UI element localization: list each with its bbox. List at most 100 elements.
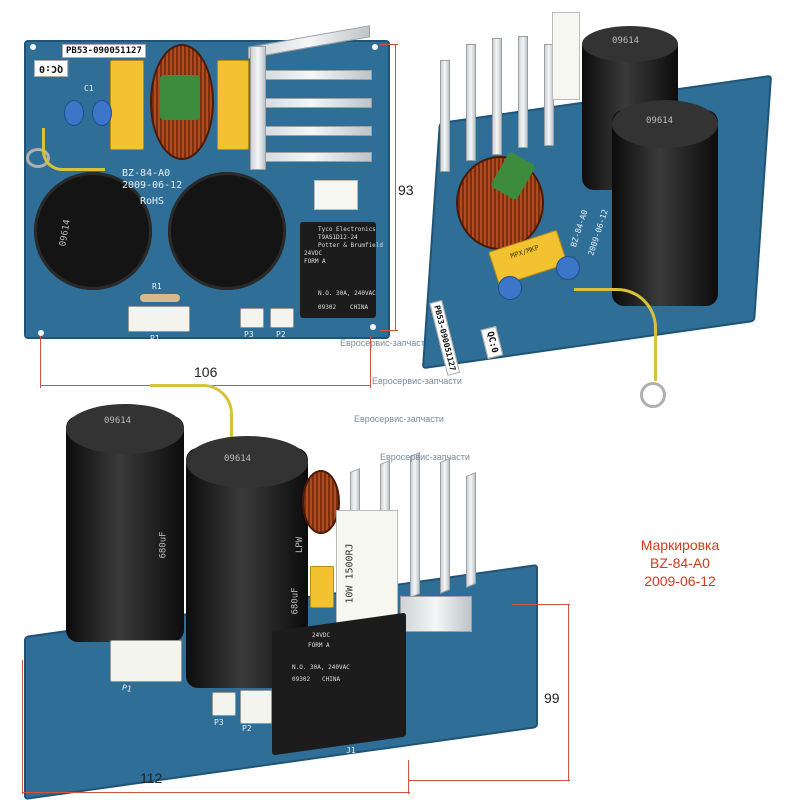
dimension-bottom-width: 112 (140, 770, 163, 786)
dimension-tick (408, 760, 409, 794)
relay-voltage: 24VDC (304, 250, 323, 257)
barcode-label: PB53-090051127 (62, 44, 146, 58)
connector-p1 (110, 640, 182, 682)
watermark: Евросервис-запчасти (372, 376, 462, 386)
capacitor-top (582, 26, 678, 62)
relay-brand: Tyco Electronics (318, 226, 376, 233)
label-j1: J1 (346, 746, 356, 755)
dimension-bottom-height: 99 (544, 690, 560, 706)
relay-form: FORM A (308, 642, 330, 649)
label-c1: C1 (84, 84, 94, 93)
relay-code: 09302 (318, 304, 337, 311)
y-capacitor (556, 256, 580, 280)
label-p2: P2 (276, 330, 286, 339)
power-resistor (336, 510, 398, 624)
mounting-hole (30, 44, 36, 50)
toroid-choke (302, 470, 340, 534)
dimension-line-width (22, 792, 410, 793)
connector-p2 (270, 308, 294, 328)
dimension-tick (370, 336, 371, 388)
marking-caption: Маркировка BZ-84-A0 2009-06-12 (620, 536, 740, 590)
capacitor-value: 680uF (290, 587, 301, 615)
capacitor-value: 680uF (158, 531, 169, 559)
marking-line-2: BZ-84-A0 (650, 555, 710, 571)
rohs-mark: RoHS (140, 196, 165, 207)
capacitor-top (66, 404, 184, 454)
dimension-tick (22, 660, 23, 794)
heatsink-fin (440, 457, 450, 595)
capacitor-brand: 09614 (646, 116, 674, 126)
watermark: Евросервис-запчасти (354, 414, 444, 424)
label-p3: P3 (214, 718, 224, 727)
mounting-hole (372, 44, 378, 50)
capacitor-top (186, 436, 308, 488)
connector-p2 (240, 690, 272, 724)
relay-rating: N.O. 30A, 240VAC (292, 664, 350, 671)
heatsink-base (250, 46, 266, 170)
heatsink-fin (250, 98, 372, 108)
connector-p1 (128, 306, 190, 332)
heatsink-fin (466, 44, 476, 161)
capacitor-brand: 09614 (612, 36, 640, 46)
mounting-hole (38, 330, 44, 336)
heatsink-fin (250, 126, 372, 136)
toroid-core (160, 75, 200, 120)
capacitor-brand: 09614 (104, 416, 132, 426)
power-relay (272, 612, 406, 756)
label-p1: P1 (121, 682, 133, 695)
resistor-block (314, 180, 358, 210)
dimension-line-height (568, 604, 569, 780)
relay-voltage: 24VDC (312, 632, 331, 639)
y-capacitor (92, 100, 112, 126)
heatsink-fin (250, 152, 372, 162)
relay-sub: Potter & Brumfield (318, 242, 384, 249)
label-r1: R1 (152, 282, 162, 291)
power-resistor (552, 12, 580, 100)
y-capacitor (498, 276, 522, 300)
connector-p3 (240, 308, 264, 328)
heatsink-fin (410, 451, 420, 599)
capacitor-top (612, 100, 718, 148)
dimension-top-height: 93 (398, 182, 414, 198)
relay-code: 09302 (292, 676, 311, 683)
x-capacitor (217, 60, 249, 150)
ground-wire (574, 288, 657, 381)
electrolytic-capacitor (168, 172, 286, 290)
mounting-hole (370, 324, 376, 330)
qc-sticker: QC:0 (34, 60, 69, 77)
heatsink-fin (518, 36, 528, 148)
resistor-label: 10W 1500RJ (344, 543, 356, 604)
dimension-top-width: 106 (194, 364, 218, 380)
board-model: BZ-84-A0 (122, 168, 171, 179)
x-capacitor (310, 566, 334, 608)
resistor-r1 (140, 294, 180, 302)
heatsink-base (400, 596, 472, 632)
relay-country: CHINA (350, 304, 369, 311)
relay-country: CHINA (322, 676, 341, 683)
capacitor-brand: 09614 (224, 454, 252, 464)
connector-p3 (212, 692, 236, 716)
label-p1: P1 (150, 334, 160, 343)
ground-wire (150, 384, 233, 457)
ground-wire (42, 128, 105, 171)
marking-line-1: Маркировка (640, 537, 720, 553)
heatsink-fin (492, 38, 502, 155)
relay-rating: N.O. 30A, 240VAC (318, 290, 376, 297)
power-relay (300, 222, 376, 318)
marking-line-3: 2009-06-12 (644, 573, 716, 589)
electrolytic-capacitor (34, 172, 152, 290)
label-p3: P3 (244, 330, 254, 339)
relay-model: T9AS1D12-24 (318, 234, 358, 241)
y-capacitor (64, 100, 84, 126)
dimension-tick (380, 330, 398, 331)
dimension-tick (408, 780, 570, 781)
watermark: Евросервис-запчасти (380, 452, 470, 462)
ground-ring-terminal (640, 382, 666, 408)
dimension-tick (380, 44, 398, 45)
dimension-line-height (395, 44, 396, 330)
dimension-tick (40, 336, 41, 388)
heatsink-fin (440, 60, 450, 172)
dimension-tick (512, 604, 570, 605)
heatsink-fin (250, 70, 372, 80)
watermark: Евросервис-запчасти (340, 338, 430, 348)
